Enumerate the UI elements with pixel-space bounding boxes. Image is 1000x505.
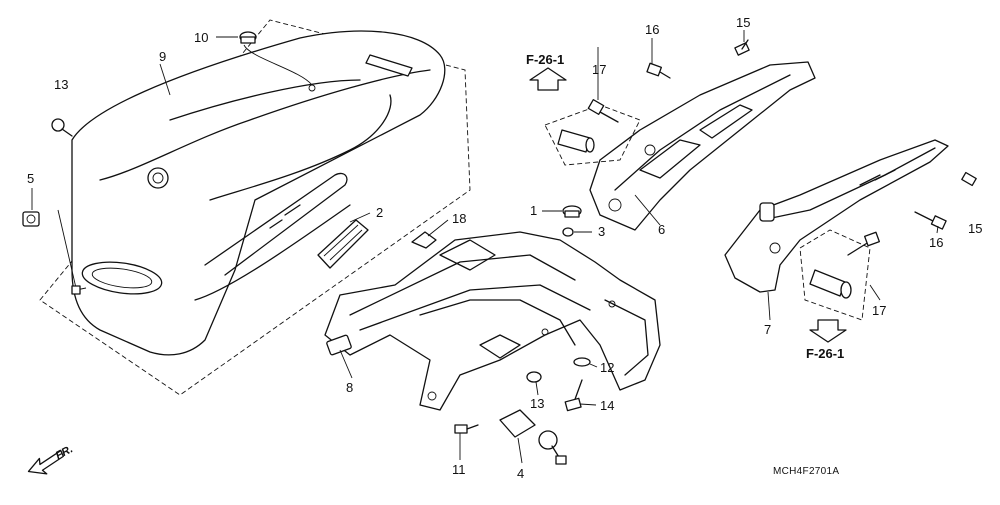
seat-lock-part-4 [499,409,567,465]
ref-arrow-up [529,67,567,91]
leader-lines [31,30,939,464]
bolt-part-15-top [734,39,750,56]
callout-15-right: 15 [968,221,982,236]
rear-frame-lower-rail [359,284,591,331]
washer-part-12 [573,357,591,367]
seat-cowl-boundary [39,19,471,396]
clip-fastener [71,285,81,295]
callout-11: 11 [452,462,466,477]
nut-part-5 [22,211,40,227]
seat-cowl-crease [99,69,431,181]
grab-rail-right-body [724,139,949,293]
bolt-part-11 [454,424,479,434]
seat-cowl-ridge-2 [209,94,392,201]
callout-3: 3 [598,224,605,239]
reflector-part-2 [317,219,369,269]
collar-part-17-right [799,229,880,321]
bolt-part-16-right [914,211,947,230]
callout-18: 18 [452,211,466,226]
callout-6: 6 [658,222,665,237]
grab-rail-left-hole-2 [644,144,656,156]
callout-4: 4 [517,466,524,481]
callout-15-top: 15 [736,15,750,30]
ref-label-top: F-26-1 [526,52,564,67]
callout-17-right: 17 [872,303,886,318]
grab-rail-right-hole [769,242,781,254]
seat-cowl-handle [81,261,163,295]
callout-16-top: 16 [645,22,659,37]
nut-part-13-center [526,371,542,383]
callout-13-left: 13 [54,77,68,92]
grab-rail-right-ribs [859,169,896,186]
callout-10: 10 [194,30,208,45]
callout-12: 12 [600,360,614,375]
grab-rail-right [724,139,949,293]
rear-frame-mount-block [326,334,352,356]
callout-1: 1 [530,203,537,218]
callout-5: 5 [27,171,34,186]
callout-17-top: 17 [592,62,606,77]
bolt-part-16-top [646,62,671,79]
seat-cowl-ridge [169,79,361,121]
callout-2: 2 [376,205,383,220]
grab-rail-right-edge [761,147,936,221]
rear-frame-gusset [439,239,496,271]
grab-rail-left-body [589,61,816,231]
collar-part-17-left [544,99,641,166]
rear-frame [324,231,661,411]
rear-frame-crossmember [419,299,576,346]
seat-cowl-emblem [365,54,413,77]
clip-part-18 [411,231,437,249]
callout-9: 9 [159,49,166,64]
grab-rail-left-cutouts [639,104,753,179]
grab-rail-left [589,61,816,231]
rear-frame-body [324,231,661,411]
rear-frame-hole-2 [541,328,549,336]
front-arrow-icon [27,449,64,475]
seat-cowl-lower-line [194,204,351,301]
grab-rail-right-tab [759,202,775,222]
seat-cowl-grommet-hole [152,172,164,184]
seat-cowl-slots [269,204,301,229]
grab-rail-left-edge [614,74,791,191]
callout-16-right: 16 [929,235,943,250]
cap-part-10 [239,31,257,44]
rear-frame-fender-mount [604,299,649,376]
grab-rail-left-hole [608,198,622,212]
diagram-code: MCH4F2701A [773,466,839,477]
callout-8: 8 [346,380,353,395]
seat-cowl-shell [71,30,446,356]
seat-cowl-handle-inner [91,267,153,289]
rear-frame-hole [427,391,437,401]
seat-cowl [39,19,471,396]
collar-part-3 [562,227,574,237]
front-label: FR. [54,443,75,462]
bolt-part-13-left [51,118,73,137]
ref-arrow-down [809,319,847,343]
bolt-part-15-right [961,171,977,187]
collar-box-right [799,229,871,321]
ref-label-bottom: F-26-1 [806,346,844,361]
rear-frame-plate [479,334,521,359]
seat-cowl-grommet [147,167,169,189]
rear-frame-hole-3 [608,300,616,308]
rear-frame-upper-rail [349,254,576,316]
callout-14: 14 [600,398,614,413]
bolt-part-14 [564,379,583,412]
callout-7: 7 [764,322,771,337]
grommet-part-1 [562,205,582,218]
seat-cowl-side-trim [204,172,348,276]
callout-13-center: 13 [530,396,544,411]
